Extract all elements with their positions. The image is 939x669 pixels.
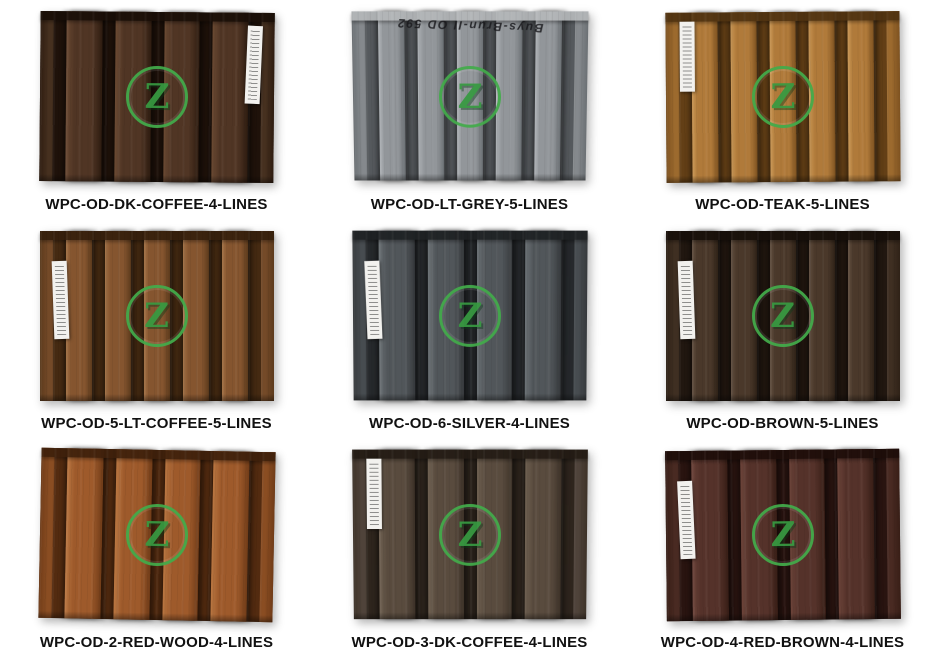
spec-sticker [51, 260, 69, 340]
zs-logo-watermark: Z [124, 503, 189, 567]
panel-top-edge [664, 11, 899, 22]
product-label: WPC-OD-4-RED-BROWN-4-LINES [660, 634, 905, 651]
zs-logo-watermark: Z [125, 285, 188, 347]
panel-edge-right [572, 11, 589, 181]
product-label: WPC-OD-5-LT-COFFEE-5-LINES [41, 415, 272, 432]
spec-sticker [363, 260, 382, 340]
panel-slat [533, 11, 562, 181]
panel-top-edge [665, 231, 900, 240]
logo-monogram: Z [457, 77, 482, 117]
logo-monogram: Z [770, 296, 795, 336]
panel-top-edge [351, 230, 588, 240]
zs-logo-watermark: Z [438, 503, 501, 566]
panel-edge-left [664, 12, 680, 183]
panel-slat [65, 231, 92, 401]
product-card: Buys-Brun-II OD 592 Z WPC-OD-LT-GREY-5-L… [313, 11, 626, 231]
panel-slat [63, 448, 103, 619]
spec-sticker [676, 480, 696, 560]
panel-slat [690, 450, 729, 621]
panel-slat [211, 12, 249, 183]
panel-top-edge [39, 231, 274, 240]
panel-photo: Z [38, 10, 275, 184]
panel-edge-right [886, 231, 900, 401]
product-label: WPC-OD-TEAK-5-LINES [695, 196, 870, 213]
logo-monogram: Z [769, 514, 796, 556]
product-card: Z WPC-OD-BROWN-5-LINES [626, 231, 939, 450]
zs-logo-watermark: Z [125, 65, 188, 129]
panel-slat [691, 231, 718, 401]
panel-slat [377, 449, 415, 620]
logo-monogram: Z [144, 296, 169, 336]
panel-slat [846, 11, 875, 182]
panel-photo: Z [665, 231, 900, 401]
panel-slat [377, 11, 406, 181]
product-label: WPC-OD-3-DK-COFFEE-4-LINES [351, 634, 588, 651]
panel-slat [836, 449, 875, 620]
panel-edge-right [885, 11, 901, 182]
panel-photo: Z [37, 447, 276, 623]
panel-edge-right [572, 230, 588, 401]
spec-sticker [365, 458, 382, 530]
logo-monogram: Z [457, 515, 482, 555]
logo-monogram: Z [457, 296, 482, 336]
panel-edge-right [572, 449, 588, 620]
zs-logo-watermark: Z [751, 65, 814, 129]
zs-logo-watermark: Z [438, 284, 501, 347]
zs-logo-watermark: Z [751, 503, 814, 567]
product-label: WPC-OD-DK-COFFEE-4-LINES [45, 196, 268, 213]
panel-slat [64, 11, 102, 182]
panel-edge-left [351, 449, 367, 620]
panel-slat [221, 231, 248, 401]
panel-top-edge [350, 11, 589, 21]
product-card: Z WPC-OD-4-RED-BROWN-4-LINES [626, 448, 939, 669]
product-label: WPC-OD-2-RED-WOOD-4-LINES [39, 634, 274, 651]
logo-monogram: Z [769, 76, 796, 118]
panel-edge-left [664, 451, 680, 622]
product-card: Z WPC-OD-6-SILVER-4-LINES [313, 230, 626, 450]
spec-sticker [678, 21, 695, 92]
panel-edge-left [39, 231, 53, 401]
panel-photo: Z [664, 448, 901, 622]
spec-sticker [677, 260, 695, 340]
product-label: WPC-OD-LT-GREY-5-LINES [370, 196, 569, 213]
panel-edge-left [350, 11, 367, 181]
panel-edge-left [37, 447, 55, 618]
panel-slat [210, 451, 250, 622]
product-card: Z WPC-OD-5-LT-COFFEE-5-LINES [0, 231, 313, 450]
panel-photo: Z [664, 11, 901, 183]
panel-slat [690, 12, 719, 183]
spec-sticker [244, 25, 263, 105]
panel-edge-right [258, 452, 276, 623]
panel-edge-left [665, 231, 679, 401]
product-card: Z WPC-OD-DK-COFFEE-4-LINES [0, 10, 313, 231]
zs-logo-watermark: Z [751, 285, 814, 347]
product-card: Z WPC-OD-2-RED-WOOD-4-LINES [0, 447, 313, 669]
product-card: Z WPC-OD-TEAK-5-LINES [626, 11, 939, 231]
product-label: WPC-OD-BROWN-5-LINES [686, 415, 879, 432]
panel-edge-right [260, 231, 274, 401]
panel-photo: Z [351, 449, 588, 620]
panel-top-edge [351, 449, 588, 459]
product-label: WPC-OD-6-SILVER-4-LINES [369, 415, 570, 432]
product-card: Z WPC-OD-3-DK-COFFEE-4-LINES [313, 449, 626, 669]
panel-edge-right [885, 448, 901, 619]
panel-edge-left [38, 10, 54, 182]
panel-photo: Buys-Brun-II OD 592 Z [350, 11, 589, 181]
panel-slat [524, 230, 562, 401]
logo-monogram: Z [143, 76, 170, 118]
panel-edge-left [351, 230, 367, 401]
zs-logo-watermark: Z [438, 66, 501, 128]
panel-slat [524, 449, 562, 620]
panel-slat [847, 231, 874, 401]
panel-photo: Z [39, 231, 274, 401]
panel-photo: Z [351, 230, 588, 401]
panel-slat [377, 230, 415, 401]
logo-monogram: Z [143, 514, 170, 556]
